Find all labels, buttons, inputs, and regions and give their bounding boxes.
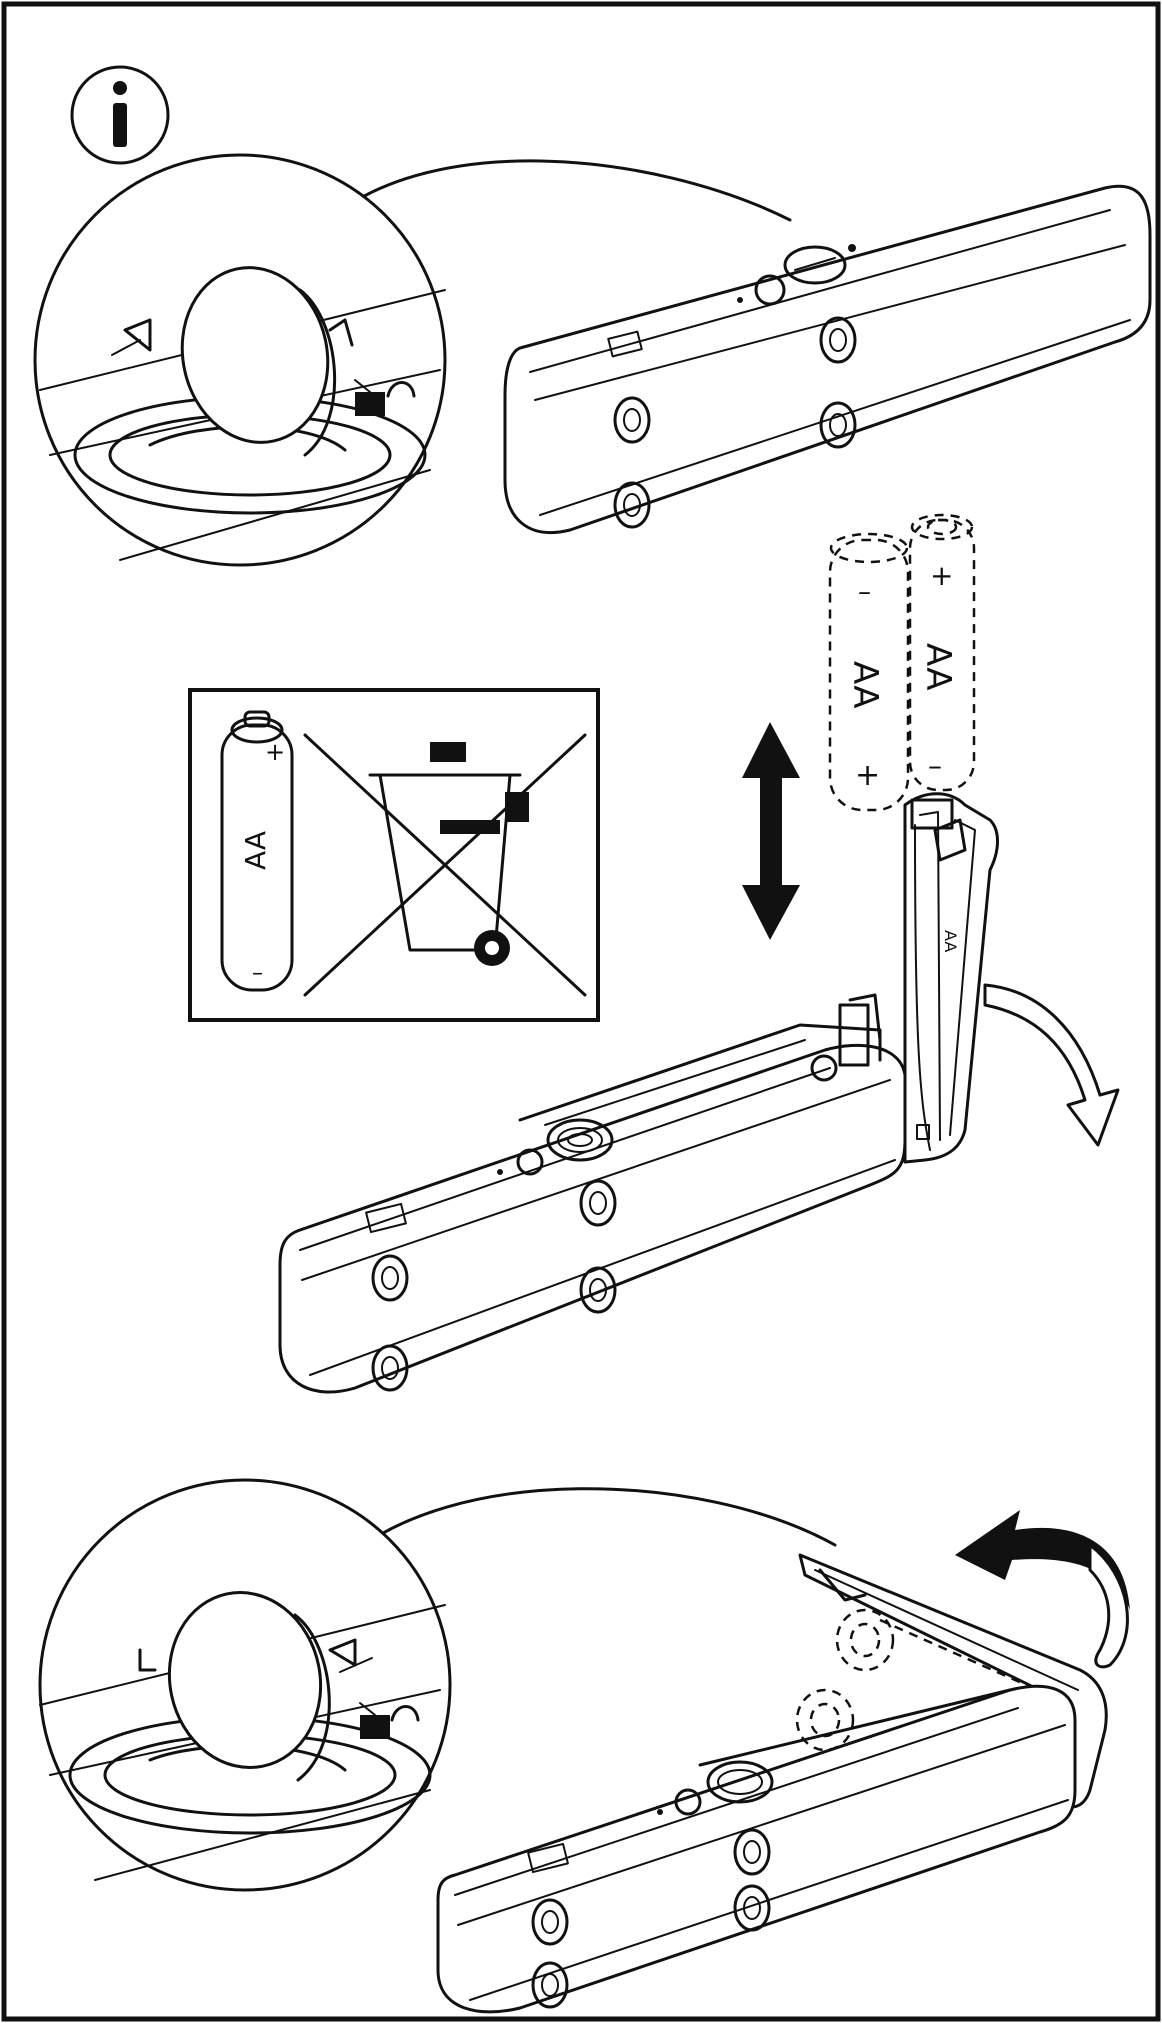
device-top [503, 184, 1152, 535]
battery-plus-label: + [265, 738, 285, 766]
battery-front-minus: – [858, 577, 871, 607]
detail-loupe-locked [33, 153, 792, 567]
detail-loupe-unlocked [38, 1478, 837, 1892]
disposal-warning-box: + AA – [188, 688, 600, 1022]
battery-type-label: AA [239, 831, 272, 870]
info-icon [70, 65, 170, 165]
battery-back-plus: + [930, 559, 953, 592]
device-open-lid: AA [278, 792, 999, 1394]
double-arrow-icon [742, 722, 800, 940]
battery-icon: + AA – [220, 710, 294, 992]
curved-arrow-icon [983, 983, 1120, 1147]
battery-front-label: AA [845, 661, 885, 708]
battery-back-minus: – [928, 749, 942, 782]
device-closing [436, 1553, 1108, 2014]
battery-minus-label: – [252, 961, 263, 986]
battery-front-plus: + [855, 758, 880, 793]
crossed-out-wheelie-bin-icon [303, 733, 587, 997]
lock-icon-bottom [359, 1702, 420, 1739]
lid-aa-marking: AA [941, 930, 960, 952]
lock-icon [354, 379, 416, 416]
aa-batteries-inserting: – AA + + AA – [828, 513, 976, 812]
close-lid-arrow-icon [955, 1510, 1130, 1669]
battery-back-label: AA [918, 643, 958, 690]
